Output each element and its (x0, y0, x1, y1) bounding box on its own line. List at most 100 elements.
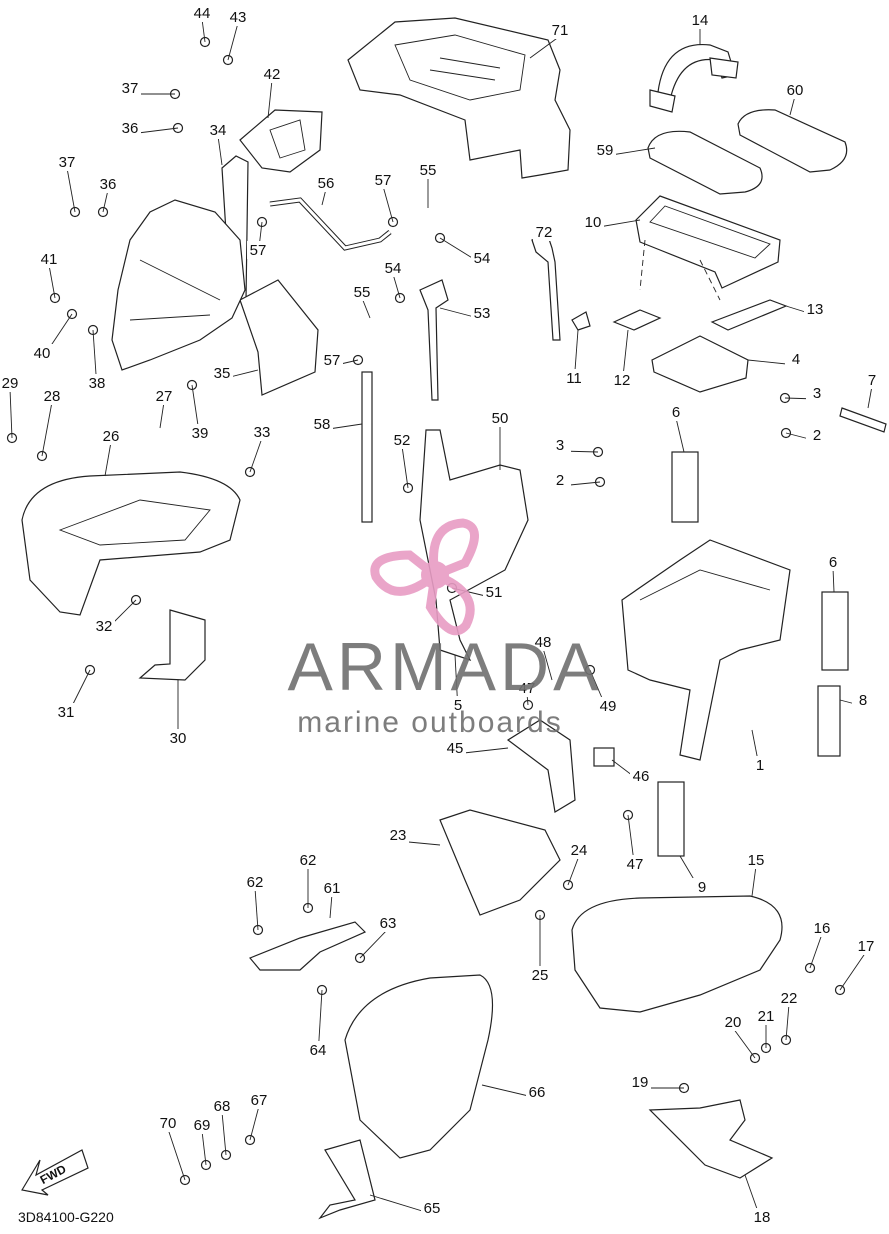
callout-bg-c68 (211, 1097, 233, 1115)
callout-c3a: 3 (813, 385, 821, 402)
callout-bg-c65 (421, 1199, 443, 1217)
callout-c23: 23 (390, 827, 407, 844)
callout-bg-c51 (483, 583, 505, 601)
callout-bg-c43 (227, 8, 249, 26)
callout-bg-c7 (861, 371, 883, 389)
callout-c65: 65 (424, 1200, 441, 1217)
callout-c21: 21 (758, 1008, 775, 1025)
callout-bg-c52 (391, 431, 413, 449)
callout-c13: 13 (807, 301, 824, 318)
callout-c34: 34 (210, 122, 227, 139)
part-30-bracket (138, 609, 206, 681)
leader-c43 (227, 22, 239, 61)
part-4-pad (651, 335, 749, 393)
callout-c49: 49 (600, 698, 617, 715)
part-72-band (531, 235, 561, 341)
callout-c15: 15 (748, 852, 765, 869)
callout-c71: 71 (552, 22, 569, 39)
leader-c22 (785, 1003, 790, 1041)
part-71-seat-cover (347, 17, 571, 179)
callout-bg-c26 (100, 427, 122, 445)
leader-c17 (839, 951, 867, 991)
leader-c55b (361, 297, 371, 319)
leader-c27 (159, 401, 165, 429)
diagram-code: 3D84100-G220 (18, 1209, 114, 1225)
callout-c30: 30 (170, 730, 187, 747)
fwd-arrow-icon (21, 1149, 89, 1196)
callout-bg-c37a (119, 79, 141, 97)
part-53-valve (419, 279, 449, 401)
callout-bg-c33 (251, 423, 273, 441)
part-23-bracket (439, 809, 561, 916)
leader-c68 (221, 1111, 227, 1156)
leader-c36b (102, 189, 109, 213)
part-18-hinge (648, 1099, 774, 1179)
callout-bg-c6a (665, 403, 687, 421)
callout-bg-c55b (351, 283, 373, 301)
leader-c69 (201, 1130, 207, 1166)
callout-bg-c41 (38, 250, 60, 268)
callout-c63: 63 (380, 915, 397, 932)
callout-bg-c36b (97, 175, 119, 193)
callout-bg-c3b (549, 436, 571, 454)
leader-c52 (401, 445, 409, 489)
callout-bg-c21 (755, 1007, 777, 1025)
callout-c67: 67 (251, 1092, 268, 1109)
part-65-bracket (318, 1139, 376, 1220)
callout-bg-c70 (157, 1114, 179, 1132)
callout-c40: 40 (34, 345, 51, 362)
callout-bg-c40 (31, 344, 53, 362)
part-58-hose (361, 371, 373, 523)
propeller-blade-2 (425, 568, 475, 636)
callout-bg-c58 (311, 415, 333, 433)
callout-c22: 22 (781, 990, 798, 1007)
callout-bg-c24 (568, 841, 590, 859)
callout-c59: 59 (597, 142, 614, 159)
callout-c17: 17 (858, 938, 875, 955)
part-61-bracket (249, 921, 367, 971)
callout-bg-c64 (307, 1041, 329, 1059)
part-35-sheet (239, 279, 319, 396)
callout-c62b: 62 (247, 874, 264, 891)
callout-bg-c57a (372, 171, 394, 189)
part-42-side-cover (239, 109, 323, 173)
callout-c51: 51 (486, 584, 503, 601)
part-6-pad-a (671, 451, 699, 523)
leader-c20 (732, 1027, 756, 1059)
callout-c32: 32 (96, 618, 113, 635)
part-7-strip (839, 407, 887, 433)
callout-c9: 9 (698, 879, 706, 896)
leader-c62b (254, 887, 259, 931)
callout-bg-c32 (93, 617, 115, 635)
callout-bg-c4 (785, 350, 807, 368)
callout-bg-c62b (244, 873, 266, 891)
callout-c62a: 62 (300, 852, 317, 869)
callout-bg-c35 (211, 364, 233, 382)
part-1-battery-box (621, 539, 791, 761)
leader-c37b (66, 167, 76, 213)
callout-bg-c56 (315, 174, 337, 192)
callout-bg-c18 (751, 1208, 773, 1226)
callout-c2b: 2 (556, 472, 564, 489)
callout-bg-c25 (529, 966, 551, 984)
callout-c19: 19 (632, 1074, 649, 1091)
callout-bg-c54a (471, 249, 493, 267)
callout-bg-c30 (167, 729, 189, 747)
callout-c20: 20 (725, 1014, 742, 1031)
callout-c7: 7 (868, 372, 876, 389)
callout-bg-c59 (594, 141, 616, 159)
leader-c6b (832, 567, 835, 593)
leader-c44 (201, 18, 206, 43)
part-left-housing (111, 199, 246, 371)
callout-c39: 39 (192, 425, 209, 442)
callout-bg-c38 (86, 374, 108, 392)
part-66-side-cover (344, 974, 494, 1159)
callout-c37a: 37 (122, 80, 139, 97)
callout-c6b: 6 (829, 554, 837, 571)
callout-c29: 29 (2, 375, 19, 392)
watermark-logo: ARMADA marine outboards (288, 518, 598, 739)
callout-bg-c29 (0, 374, 21, 392)
callout-c57c: 57 (324, 352, 341, 369)
callout-c36b: 36 (100, 176, 117, 193)
